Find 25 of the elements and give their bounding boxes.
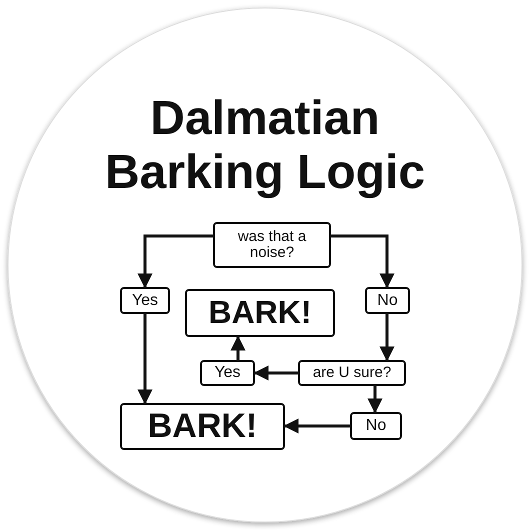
arrow: [138, 234, 213, 288]
box-label: Yes: [214, 364, 241, 382]
box-label: was that a noise?: [236, 228, 308, 262]
box-label: No: [366, 417, 386, 435]
box-label: are U sure?: [312, 364, 392, 382]
arrow: [284, 418, 350, 434]
box-label: No: [377, 292, 398, 310]
flow-box: [120, 403, 285, 450]
flow-box: [213, 222, 331, 268]
title: Dalmatian Barking Logic: [104, 92, 426, 200]
flow-box: [200, 360, 255, 386]
flow-box: [298, 360, 406, 386]
flow-box: [350, 412, 402, 440]
box-label: BARK!: [148, 408, 258, 446]
arrow: [138, 314, 152, 404]
box-label: BARK!: [208, 295, 312, 331]
flow-box: [185, 289, 335, 337]
box-label: Yes: [132, 292, 158, 310]
arrow: [368, 386, 382, 414]
arrow: [380, 314, 394, 362]
arrow: [331, 234, 394, 288]
arrow: [230, 336, 246, 360]
arrow: [254, 366, 298, 380]
flow-box: [120, 287, 170, 314]
flow-box: [365, 287, 410, 314]
